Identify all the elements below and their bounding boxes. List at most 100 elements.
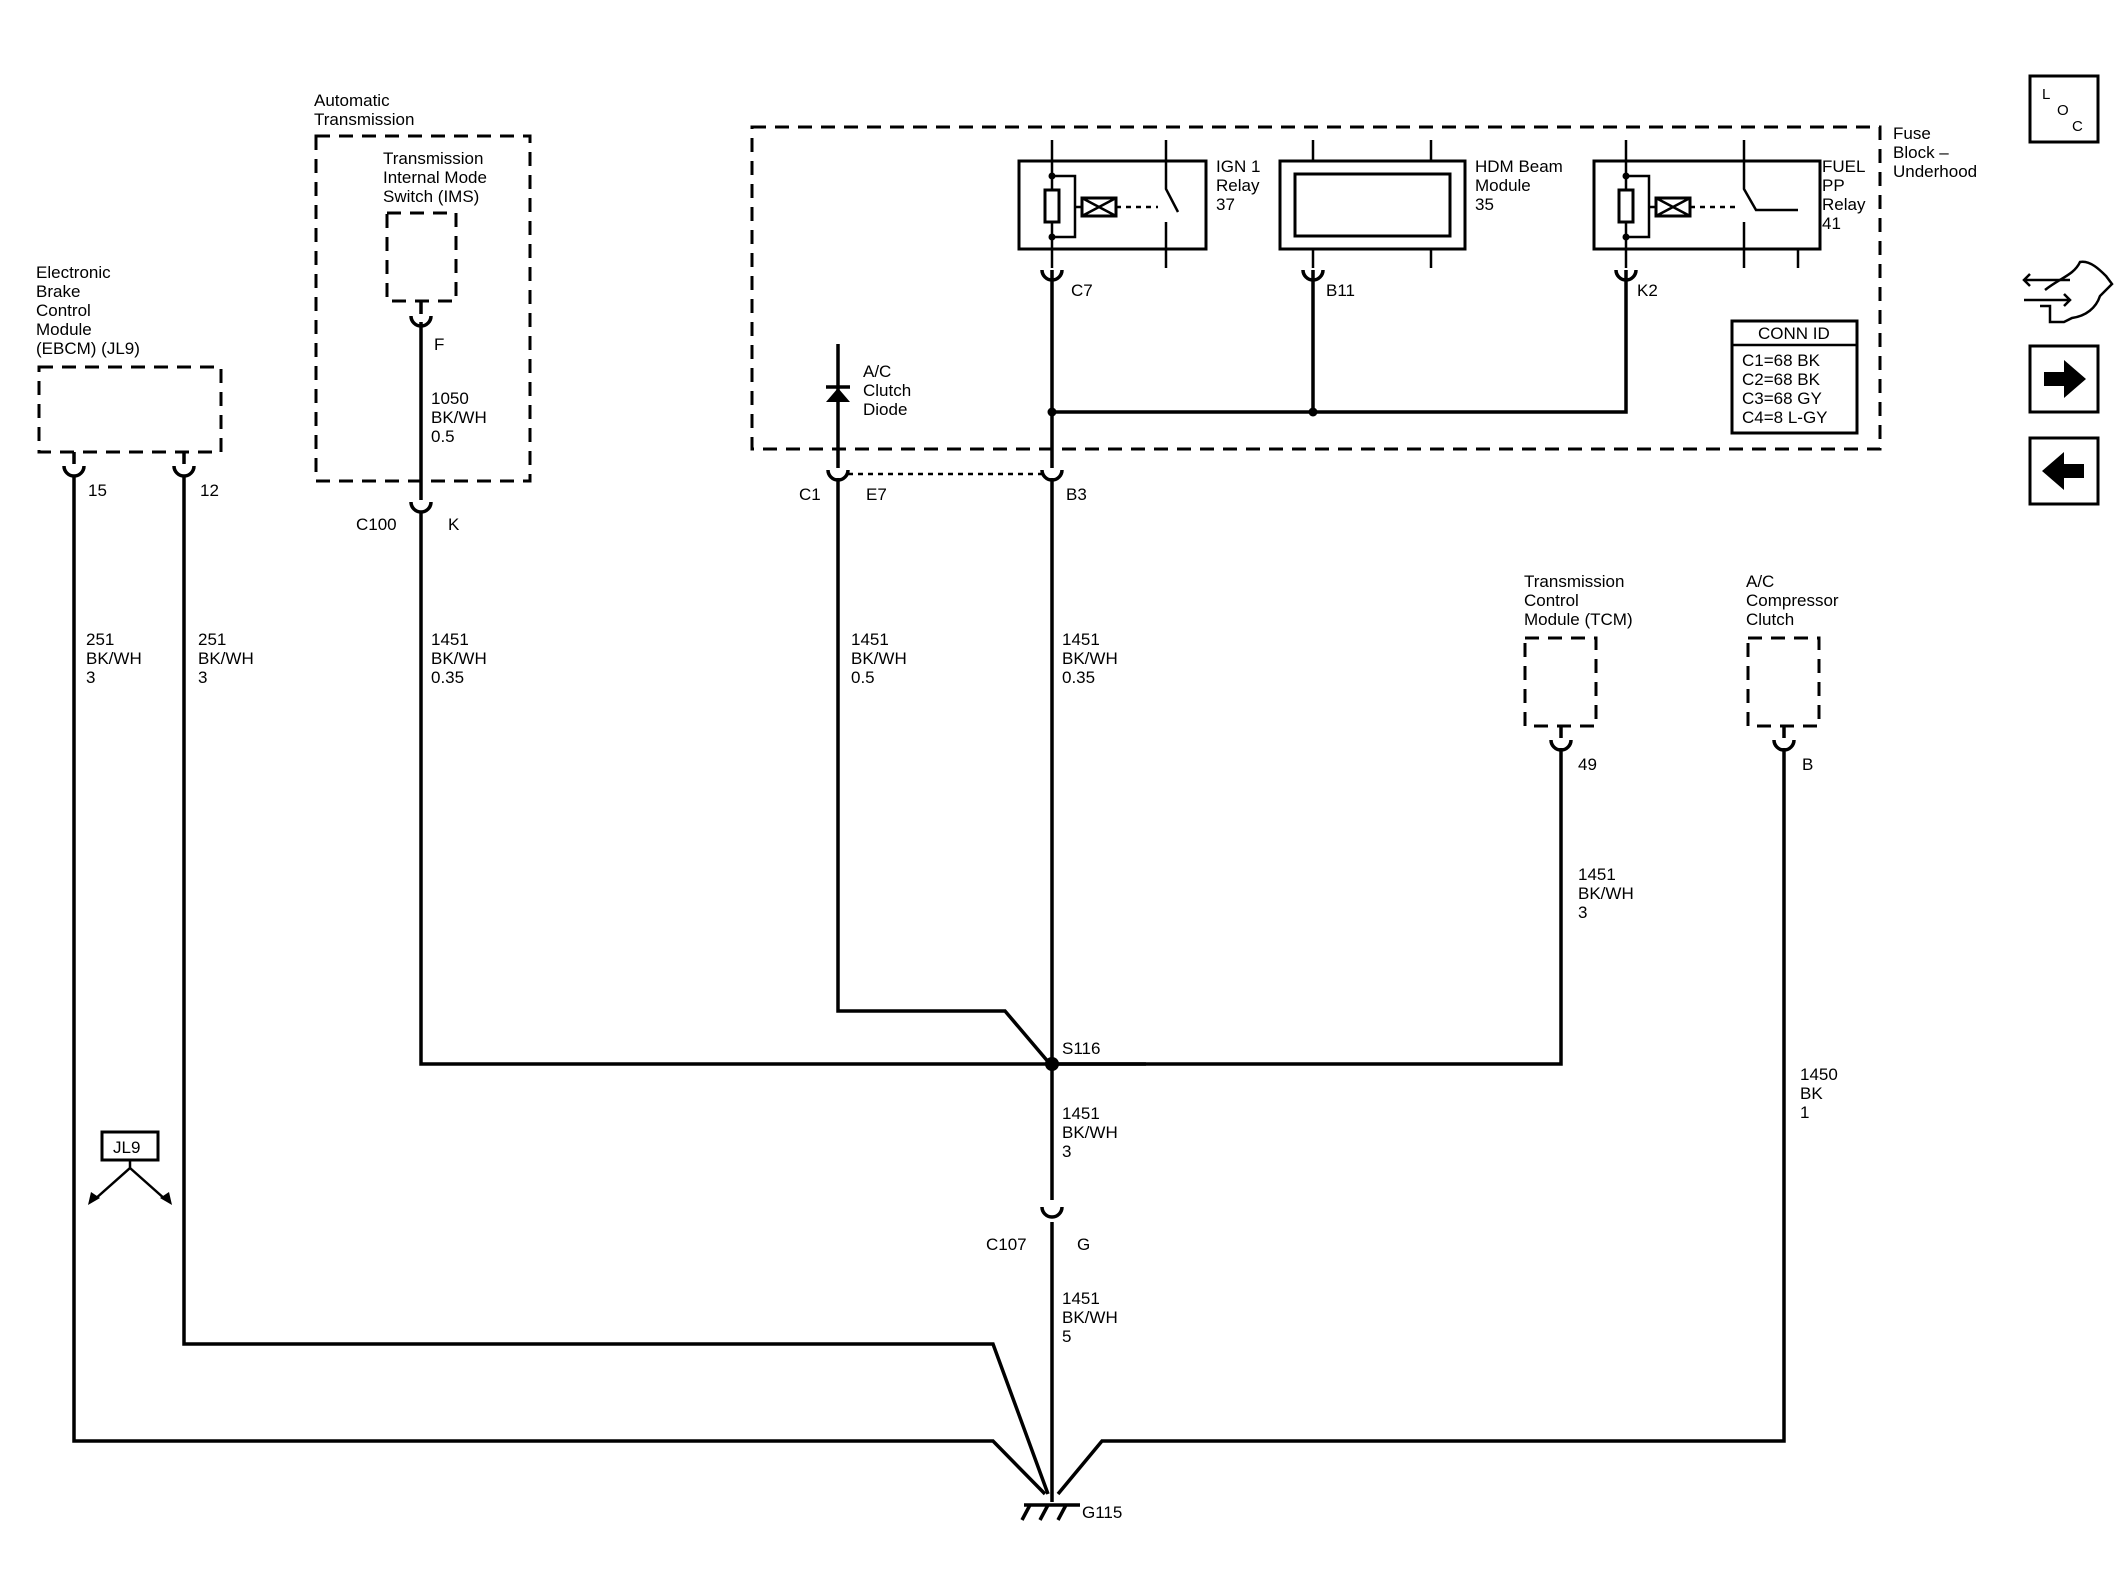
tcm-box — [1523, 636, 1598, 728]
harness-hand-shape — [2040, 260, 2114, 324]
ground-g115: G115 — [1082, 1503, 1122, 1522]
wire-ac-clutch-label-2: BK — [1800, 1084, 1823, 1103]
wire-ims-top-label-1: 1050 — [431, 389, 469, 408]
wire-ac-clutch — [1056, 748, 1786, 1496]
c100-connector — [409, 501, 433, 514]
hdm-beam-module: HDM Beam Module 35 B11 — [1278, 140, 1563, 300]
ac-clutch-label-3: Clutch — [1746, 610, 1794, 629]
wire-b3-label-1: 1451 — [1062, 630, 1100, 649]
ebcm-pin-15-connector — [62, 465, 86, 478]
wire-ims-bottom-label-1: 1451 — [431, 630, 469, 649]
connector-e7: E7 — [866, 485, 887, 504]
wire-k2-bus — [1052, 270, 1628, 414]
hdm-label-2: Module — [1475, 176, 1531, 195]
wire-ims-bottom-label-3: 0.35 — [431, 668, 464, 687]
prev-arrow-shape — [2042, 452, 2084, 490]
conn-id-row-4: C4=8 L-GY — [1742, 408, 1828, 427]
loc-icon-frame[interactable] — [2028, 74, 2100, 144]
wire-diode-label-3: 0.5 — [851, 668, 875, 687]
harness-icon[interactable] — [2022, 260, 2114, 324]
wire-labels: 251 BK/WH 3 251 BK/WH 3 1451 BK/WH 0.35 … — [86, 630, 1838, 1346]
nav-icons: L O C — [2022, 74, 2114, 506]
fuse-block-component: Fuse Block – Underhood IGN 1 Relay 37 C7 — [750, 124, 1977, 468]
splice-s116: S116 — [1062, 1039, 1100, 1058]
harness-arrows — [2022, 273, 2072, 307]
ims-label-1: Transmission — [383, 149, 483, 168]
ebcm-component: Electronic Brake Control Module (EBCM) (… — [36, 263, 223, 500]
ac-clutch-diode: A/C Clutch Diode — [826, 344, 911, 468]
ebcm-label-5: (EBCM) (JL9) — [36, 339, 140, 358]
auto-trans-label-1: Automatic — [314, 91, 390, 110]
wire-tcm-label-1: 1451 — [1578, 865, 1616, 884]
tcm-component: Transmission Control Module (TCM) 49 — [1523, 572, 1633, 774]
wire-ims-bottom — [419, 512, 1146, 1066]
wire-ebcm15-label-2: BK/WH — [86, 649, 142, 668]
wire-ebcm15-label-3: 3 — [86, 668, 95, 687]
fuel-relay-label-1: FUEL — [1822, 157, 1865, 176]
diode-label-1: A/C — [863, 362, 891, 381]
wire-ims-top-label-2: BK/WH — [431, 408, 487, 427]
tcm-label-1: Transmission — [1524, 572, 1624, 591]
ign1-coil-x — [1081, 196, 1117, 218]
diode-triangle — [826, 388, 850, 402]
hdm-label-3: 35 — [1475, 195, 1494, 214]
ebcm-label-1: Electronic — [36, 263, 111, 282]
wiring: S116 C107 G G115 — [72, 476, 1786, 1522]
jl9-flag-label: JL9 — [113, 1138, 140, 1157]
hdm-inner-box — [1293, 172, 1452, 238]
fuel-resistor — [1617, 188, 1635, 224]
wire-c107-down-label-1: 1451 — [1062, 1289, 1100, 1308]
wire-diode-label-2: BK/WH — [851, 649, 907, 668]
wire-ac-clutch-label-1: 1450 — [1800, 1065, 1838, 1084]
conn-id-title: CONN ID — [1758, 324, 1830, 343]
wire-ebcm15-label-1: 251 — [86, 630, 114, 649]
wire-b3-label-2: BK/WH — [1062, 649, 1118, 668]
connector-c1: C1 — [799, 485, 821, 504]
connector-b3: B3 — [1066, 485, 1087, 504]
jl9-flag-box[interactable] — [100, 1130, 160, 1162]
auto-transmission-component: Automatic Transmission Transmission Inte… — [314, 91, 532, 483]
wire-ebcm12-label-3: 3 — [198, 668, 207, 687]
diode-label-3: Diode — [863, 400, 907, 419]
wire-c107-down-label-2: BK/WH — [1062, 1308, 1118, 1327]
ebcm-label-3: Control — [36, 301, 91, 320]
connector-c107: C107 — [986, 1235, 1027, 1254]
ebcm-pin-12-connector — [172, 465, 196, 478]
prev-arrow-icon[interactable] — [2028, 436, 2100, 506]
conn-id-row-1: C1=68 BK — [1742, 351, 1821, 370]
ign1-pin-c7: C7 — [1071, 281, 1093, 300]
ign1-relay-label-1: IGN 1 — [1216, 157, 1260, 176]
ign1-node-a — [1048, 172, 1056, 180]
fuel-relay-label-3: Relay — [1822, 195, 1866, 214]
loc-icon-letter-l: L — [2042, 86, 2050, 103]
ground-g115-icon — [1020, 1504, 1068, 1521]
ims-box — [385, 211, 458, 303]
conn-id-row-3: C3=68 GY — [1742, 389, 1822, 408]
bus-node-right — [1308, 407, 1318, 417]
loc-icon-letter-c: C — [2072, 118, 2083, 135]
fuse-block-label-1: Fuse — [1893, 124, 1931, 143]
fuel-node-b — [1622, 233, 1630, 241]
ac-clutch-pin-b: B — [1802, 755, 1813, 774]
ac-compressor-clutch-component: A/C Compressor Clutch B — [1746, 572, 1839, 774]
ac-clutch-box — [1746, 636, 1821, 728]
loc-icon[interactable]: L O C — [2028, 74, 2100, 144]
jl9-option-flag[interactable]: JL9 — [88, 1130, 172, 1205]
fuel-coil-x — [1655, 196, 1691, 218]
next-arrow-icon[interactable] — [2028, 344, 2100, 414]
ims-label-3: Switch (IMS) — [383, 187, 479, 206]
connector-c100: C100 — [356, 515, 397, 534]
wire-tcm-label-2: BK/WH — [1578, 884, 1634, 903]
ign1-switch — [1164, 161, 1180, 249]
fuse-block-box — [750, 125, 1882, 451]
auto-trans-box — [314, 134, 532, 483]
wire-b3-label-3: 0.35 — [1062, 668, 1095, 687]
wire-diode — [836, 478, 1052, 1066]
fuel-pin-k2: K2 — [1637, 281, 1658, 300]
fuel-pp-relay: FUEL PP Relay 41 K2 — [1592, 140, 1866, 300]
fuel-relay-label-4: 41 — [1822, 214, 1841, 233]
ebcm-label-2: Brake — [36, 282, 80, 301]
ebcm-pin-12: 12 — [200, 481, 219, 500]
jl9-arrow-right-icon — [160, 1192, 172, 1205]
ebcm-pin-15: 15 — [88, 481, 107, 500]
